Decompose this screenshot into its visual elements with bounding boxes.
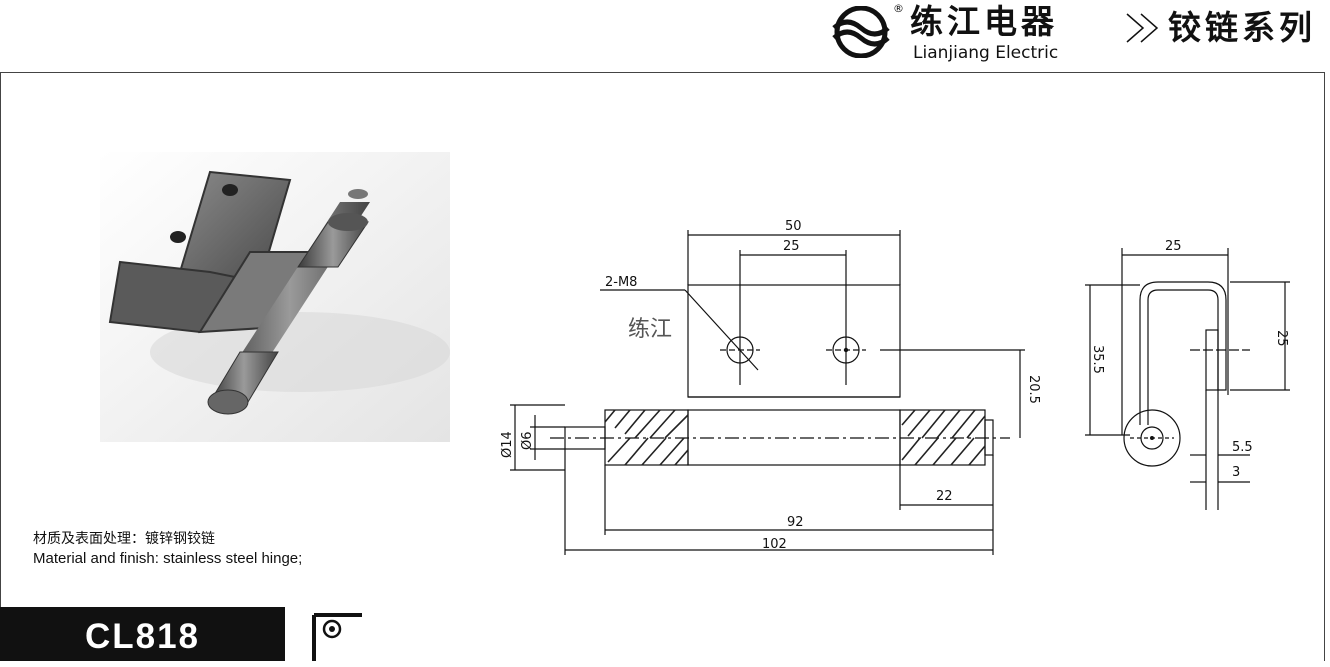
model-banner xyxy=(0,607,285,661)
model-code: CL818 xyxy=(84,617,201,656)
side-dim-25-right: 25 xyxy=(1274,330,1289,347)
brand-name-en: Lianjiang Electric xyxy=(913,43,1059,63)
side-dim-3: 3 xyxy=(1232,465,1240,480)
dim-d6: Ø6 xyxy=(520,431,535,450)
watermark-text: 练江 xyxy=(628,317,672,342)
series-title: 铰链系列 xyxy=(1168,8,1316,47)
dim-102: 102 xyxy=(762,537,787,552)
hole-label: 2-M8 xyxy=(605,275,637,290)
hinge-symbol-icon xyxy=(312,613,362,661)
dim-20-5: 20.5 xyxy=(1026,375,1041,404)
brand-name-cn: 练江电器 xyxy=(910,2,1058,41)
content-frame xyxy=(0,72,1325,661)
waves-logo-icon xyxy=(832,6,890,58)
dim-d14: Ø14 xyxy=(500,431,515,458)
dim-25: 25 xyxy=(783,239,800,254)
technical-drawing: 50 25 2-M8 练江 20.5 Ø14 Ø6 22 92 102 25 3… xyxy=(500,219,1290,555)
page-header: ® 练江电器 Lianjiang Electric 铰链系列 xyxy=(0,0,1330,72)
material-text-cn: 材质及表面处理：镀锌钢铰链 xyxy=(33,531,215,547)
side-dim-35-5: 35.5 xyxy=(1090,345,1105,374)
dim-22: 22 xyxy=(936,489,953,504)
dim-92: 92 xyxy=(787,515,804,530)
dim-50: 50 xyxy=(785,219,802,234)
hinge-photo xyxy=(100,152,450,442)
material-text-en: Material and finish: stainless steel hin… xyxy=(33,550,303,567)
double-chevron-right-icon xyxy=(1126,13,1159,43)
registered-mark: ® xyxy=(893,2,904,15)
side-dim-5-5: 5.5 xyxy=(1232,440,1253,455)
side-dim-25-top: 25 xyxy=(1165,239,1182,254)
